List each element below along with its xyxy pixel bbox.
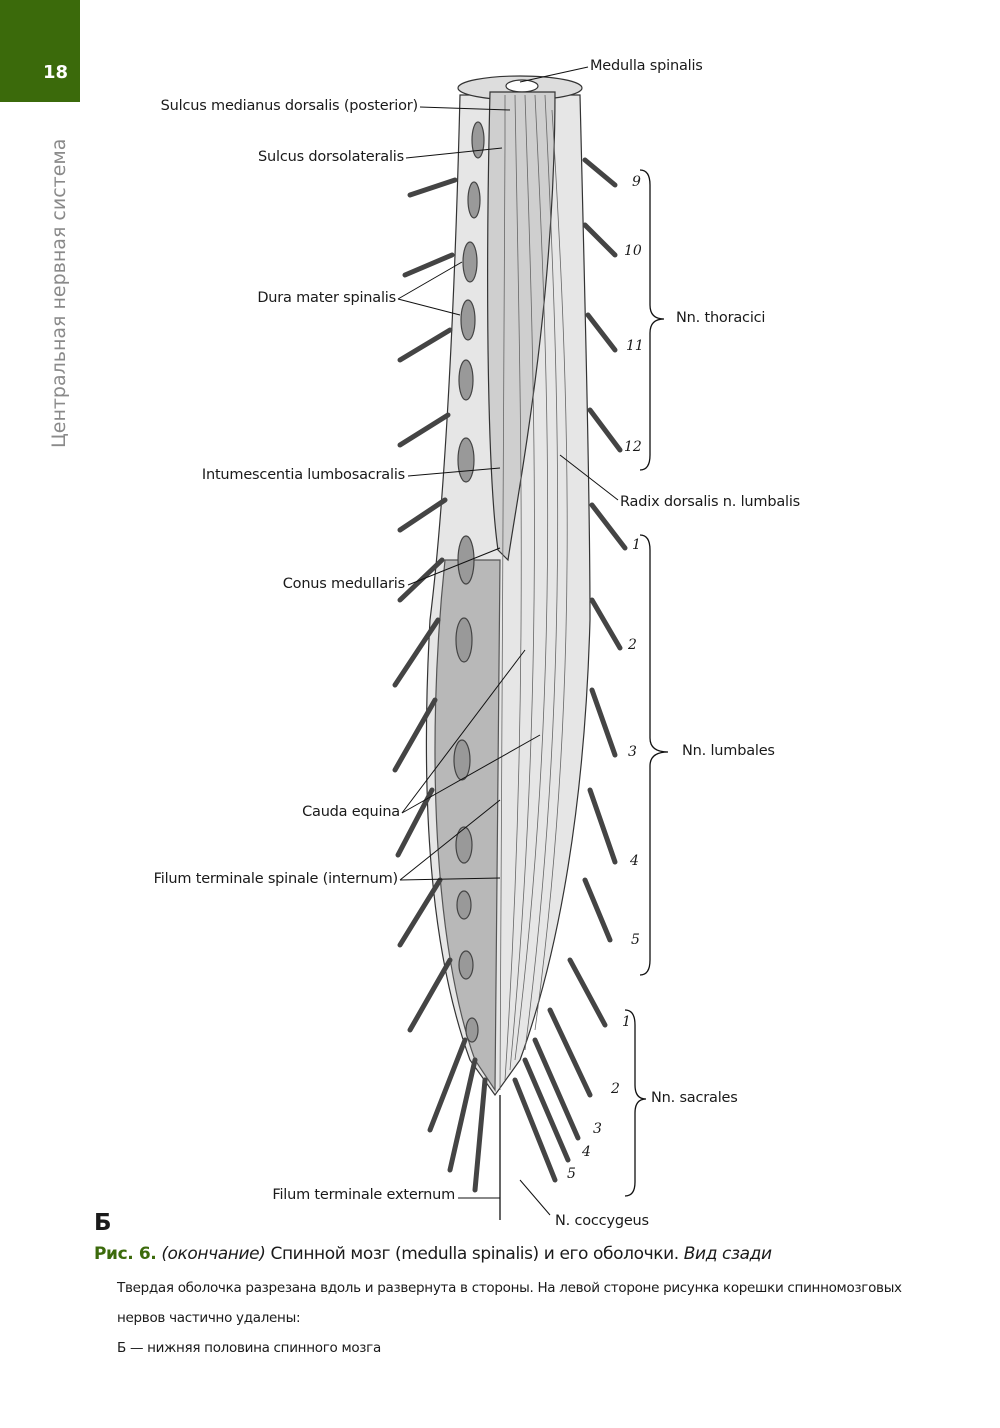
label-coccygeus: N. coccygeus xyxy=(555,1213,649,1229)
label-dura-mater: Dura mater spinalis xyxy=(257,290,396,306)
label-nn-lumbales: Nn. lumbales xyxy=(682,743,775,759)
label-radix-dorsalis: Radix dorsalis n. lumbalis xyxy=(620,494,801,510)
caption-description-2: нервов частично удалены: xyxy=(117,1310,301,1326)
number-lumbar-2: 2 xyxy=(628,637,637,653)
number-sacral-1: 1 xyxy=(622,1014,631,1030)
number-sacral-4: 4 xyxy=(582,1144,591,1160)
caption-note: (окончание) xyxy=(161,1244,266,1264)
label-filum-internum: Filum terminale spinale (internum) xyxy=(153,871,399,887)
number-sacral-2: 2 xyxy=(611,1081,620,1097)
number-thoracic-11: 11 xyxy=(626,338,644,354)
number-lumbar-3: 3 xyxy=(628,744,637,760)
number-lumbar-4: 4 xyxy=(630,853,639,869)
figure-caption: Рис. 6. (окончание) Спинной мозг (medull… xyxy=(94,1244,772,1264)
page-number: 18 xyxy=(42,62,68,83)
label-sulcus-medianus: Sulcus medianus dorsalis (posterior) xyxy=(160,98,419,114)
number-thoracic-10: 10 xyxy=(624,243,642,259)
label-nn-sacrales: Nn. sacrales xyxy=(651,1090,738,1106)
caption-title: Спинной мозг (medulla spinalis) и его об… xyxy=(270,1244,679,1264)
caption-view: Вид сзади xyxy=(683,1244,772,1264)
figure-number: Рис. 6. xyxy=(94,1244,157,1264)
number-sacral-3: 3 xyxy=(593,1121,602,1137)
label-filum-externum: Filum terminale externum xyxy=(272,1187,455,1203)
label-cauda-equina: Cauda equina xyxy=(302,804,400,820)
figure-letter: Б xyxy=(94,1210,112,1236)
label-medulla-spinalis: Medulla spinalis xyxy=(590,58,703,74)
number-sacral-5: 5 xyxy=(567,1166,576,1182)
number-thoracic-9: 9 xyxy=(632,174,641,190)
label-nn-thoracici: Nn. thoracici xyxy=(676,310,766,326)
label-sulcus-dorsolateralis: Sulcus dorsolateralis xyxy=(258,149,404,165)
number-lumbar-5: 5 xyxy=(631,932,640,948)
label-intumescentia: Intumescentia lumbosacralis xyxy=(201,467,405,483)
number-thoracic-12: 12 xyxy=(624,439,642,455)
label-conus-medullaris: Conus medullaris xyxy=(282,576,405,592)
caption-description-3: Б — нижняя половина спинного мозга xyxy=(117,1340,381,1356)
number-lumbar-1: 1 xyxy=(632,537,641,553)
page-tab: 18 xyxy=(0,0,80,102)
caption-description-1: Твердая оболочка разрезана вдоль и разве… xyxy=(117,1280,902,1296)
